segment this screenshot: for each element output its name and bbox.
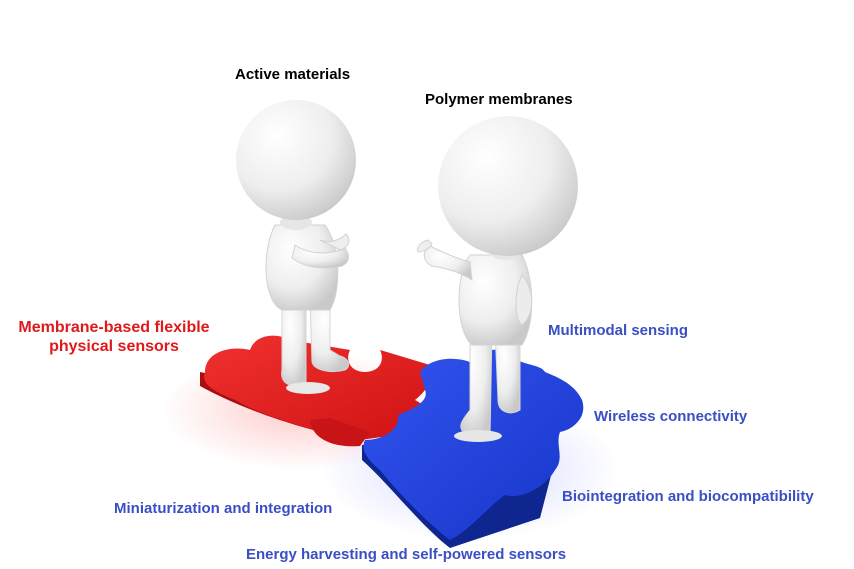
blue-puzzle-piece [362,349,584,548]
label-energy-harvesting: Energy harvesting and self-powered senso… [246,546,567,563]
right-figure [417,116,578,442]
label-miniaturization: Miniaturization and integration [114,500,333,517]
left-figure [236,100,356,394]
label-membrane-sensors-line2: physical sensors [49,338,179,356]
label-active-materials: Active materials [235,66,351,83]
label-wireless-connectivity: Wireless connectivity [594,408,748,425]
label-polymer-membranes: Polymer membranes [425,91,573,108]
label-membrane-sensors: Membrane-based flexible physical sensors [14,318,214,356]
label-biointegration: Biointegration and biocompatibility [562,488,814,505]
label-membrane-sensors-line1: Membrane-based flexible [18,319,210,336]
label-multimodal-sensing: Multimodal sensing [548,322,689,339]
